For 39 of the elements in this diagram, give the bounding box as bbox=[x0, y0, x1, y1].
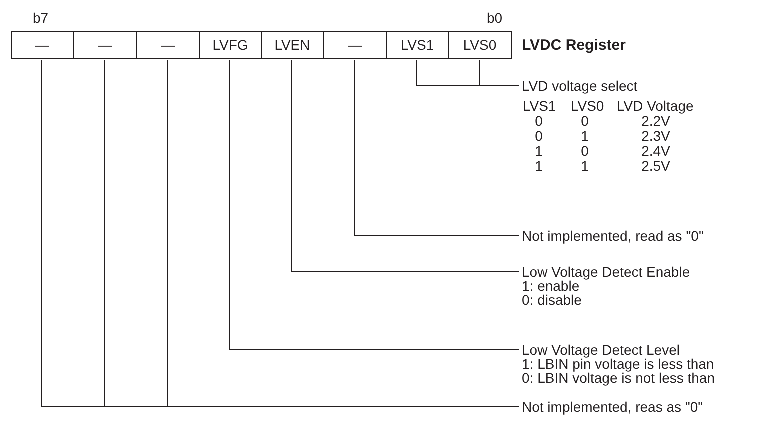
register-bit-cell: LVS1 bbox=[386, 31, 449, 59]
table-cell: 1 bbox=[535, 144, 543, 159]
description-text: 0: disable bbox=[522, 293, 583, 307]
description-text: 0: LBIN voltage is not less than bbox=[522, 371, 715, 385]
register-bit-cell: LVEN bbox=[261, 31, 324, 59]
table-cell: 2.5V bbox=[642, 159, 670, 174]
table-cell: 0 bbox=[535, 114, 543, 129]
table-header: LVS0 bbox=[571, 99, 604, 114]
table-cell: 2.2V bbox=[642, 114, 670, 129]
table-cell: 0 bbox=[581, 114, 589, 129]
table-cell: 0 bbox=[535, 129, 543, 144]
register-bit-cell: — bbox=[323, 31, 387, 59]
leader-line bbox=[292, 60, 520, 272]
table-cell: 1 bbox=[581, 159, 589, 174]
register-bit-cell: — bbox=[136, 31, 200, 59]
description-heading: Not implemented, reas as "0" bbox=[522, 400, 704, 414]
register-bit-cell: LVS0 bbox=[448, 31, 512, 59]
table-cell: 1 bbox=[535, 159, 543, 174]
leader-line bbox=[167, 60, 520, 408]
description-text: 1: enable bbox=[522, 279, 580, 293]
description-heading: LVD voltage select bbox=[522, 79, 638, 93]
bit-number: b0 bbox=[487, 11, 503, 26]
table-header: LVD Voltage bbox=[617, 99, 694, 114]
register-bit-cell: LVFG bbox=[199, 31, 262, 59]
description-text: 1: LBIN pin voltage is less than bbox=[522, 357, 715, 371]
table-cell: 0 bbox=[581, 144, 589, 159]
leader-line bbox=[230, 60, 520, 350]
leader-line bbox=[354, 60, 520, 236]
table-header: LVS1 bbox=[523, 99, 556, 114]
table-cell: 2.3V bbox=[642, 129, 670, 144]
description-heading: Not implemented, read as "0" bbox=[522, 229, 704, 243]
table-cell: 2.4V bbox=[642, 144, 670, 159]
leader-line bbox=[479, 60, 520, 86]
bit-number: b7 bbox=[33, 11, 49, 26]
table-cell: 1 bbox=[581, 129, 589, 144]
description-heading: Low Voltage Detect Level bbox=[522, 343, 681, 357]
description-heading: Low Voltage Detect Enable bbox=[522, 265, 690, 279]
register-bit-cell: — bbox=[11, 31, 74, 59]
register-bit-cell: — bbox=[73, 31, 137, 59]
